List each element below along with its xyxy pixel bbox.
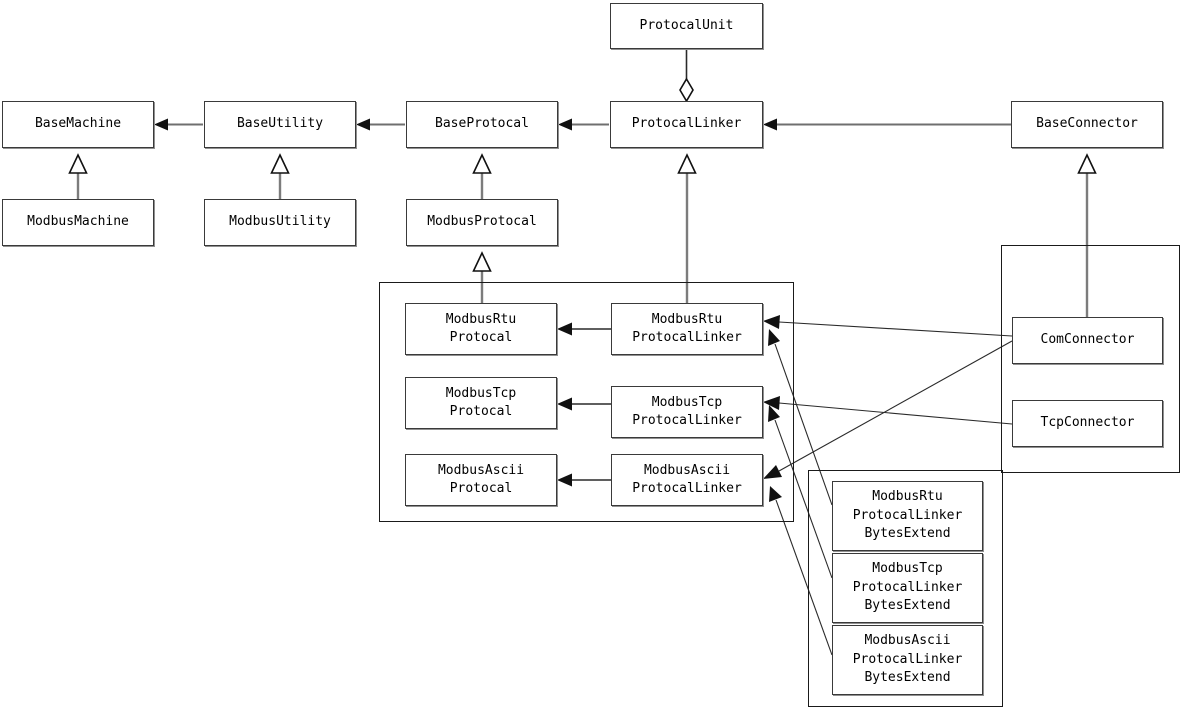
class-box-modbus-rtu-protocal-linker-bytes-extend[interactable]: ModbusRtu ProtocalLinker BytesExtend (832, 481, 983, 551)
group-modbus-protocal (379, 282, 794, 522)
class-box-modbus-machine[interactable]: ModbusMachine (2, 199, 154, 246)
class-box-modbus-protocal[interactable]: ModbusProtocal (406, 199, 558, 246)
class-box-base-connector[interactable]: BaseConnector (1011, 101, 1163, 148)
edge-rtulinker-inherits-protocallinker (677, 153, 697, 303)
edge-modbusmachine-inherits-basemachine (68, 153, 88, 199)
class-box-protocal-linker[interactable]: ProtocalLinker (610, 101, 763, 148)
edge-rtulinker-to-rtuprotocal (557, 322, 611, 336)
class-box-modbus-ascii-protocal-linker-bytes-extend[interactable]: ModbusAscii ProtocalLinker BytesExtend (832, 625, 983, 695)
class-box-base-protocal[interactable]: BaseProtocal (406, 101, 558, 148)
edge-comconnector-to-rtulinker (763, 315, 1013, 337)
class-box-base-utility[interactable]: BaseUtility (204, 101, 356, 148)
class-box-modbus-ascii-protocal-linker[interactable]: ModbusAscii ProtocalLinker (611, 454, 763, 506)
edge-modbusutility-inherits-baseutility (270, 153, 290, 199)
class-box-modbus-tcp-protocal-linker-bytes-extend[interactable]: ModbusTcp ProtocalLinker BytesExtend (832, 553, 983, 623)
edge-rtuprotocal-inherits-modbusprotocal (472, 251, 492, 303)
edge-protocalunit-to-protocallinker (679, 49, 694, 103)
edge-tcpbytes-to-tcplinker (768, 405, 833, 579)
edge-baseutility-to-basemachine (154, 118, 203, 131)
edge-modbusprotocal-inherits-baseprotocal (472, 153, 492, 199)
class-box-modbus-rtu-protocal[interactable]: ModbusRtu Protocal (405, 303, 557, 355)
edge-rtubytes-to-rtulinker (768, 329, 833, 506)
class-box-com-connector[interactable]: ComConnector (1012, 317, 1163, 364)
class-box-protocal-unit[interactable]: ProtocalUnit (610, 3, 763, 49)
edge-asciibytes-to-asciilinker (769, 486, 833, 656)
class-box-tcp-connector[interactable]: TcpConnector (1012, 400, 1163, 447)
edge-tcplinker-to-tcpprotocal (557, 397, 611, 411)
edge-asciilinker-to-asciiprotocal (557, 473, 611, 487)
edge-baseprotocal-to-baseutility (356, 118, 405, 131)
class-box-modbus-utility[interactable]: ModbusUtility (204, 199, 356, 246)
class-box-modbus-rtu-protocal-linker[interactable]: ModbusRtu ProtocalLinker (611, 303, 763, 355)
class-box-modbus-ascii-protocal[interactable]: ModbusAscii Protocal (405, 454, 557, 506)
edge-protocallinker-to-baseprotocal (558, 118, 609, 131)
class-box-base-machine[interactable]: BaseMachine (2, 101, 154, 148)
group-bytes-extend (808, 470, 1003, 707)
edge-tcpconnector-to-tcplinker (763, 396, 1013, 425)
class-box-modbus-tcp-protocal[interactable]: ModbusTcp Protocal (405, 377, 557, 429)
class-box-modbus-tcp-protocal-linker[interactable]: ModbusTcp ProtocalLinker (611, 386, 763, 438)
edge-baseconnector-to-protocallinker (763, 118, 1011, 131)
edge-comconnector-to-asciilinker (763, 340, 1013, 479)
edge-comconnector-inherits-baseconnector (1077, 153, 1097, 317)
